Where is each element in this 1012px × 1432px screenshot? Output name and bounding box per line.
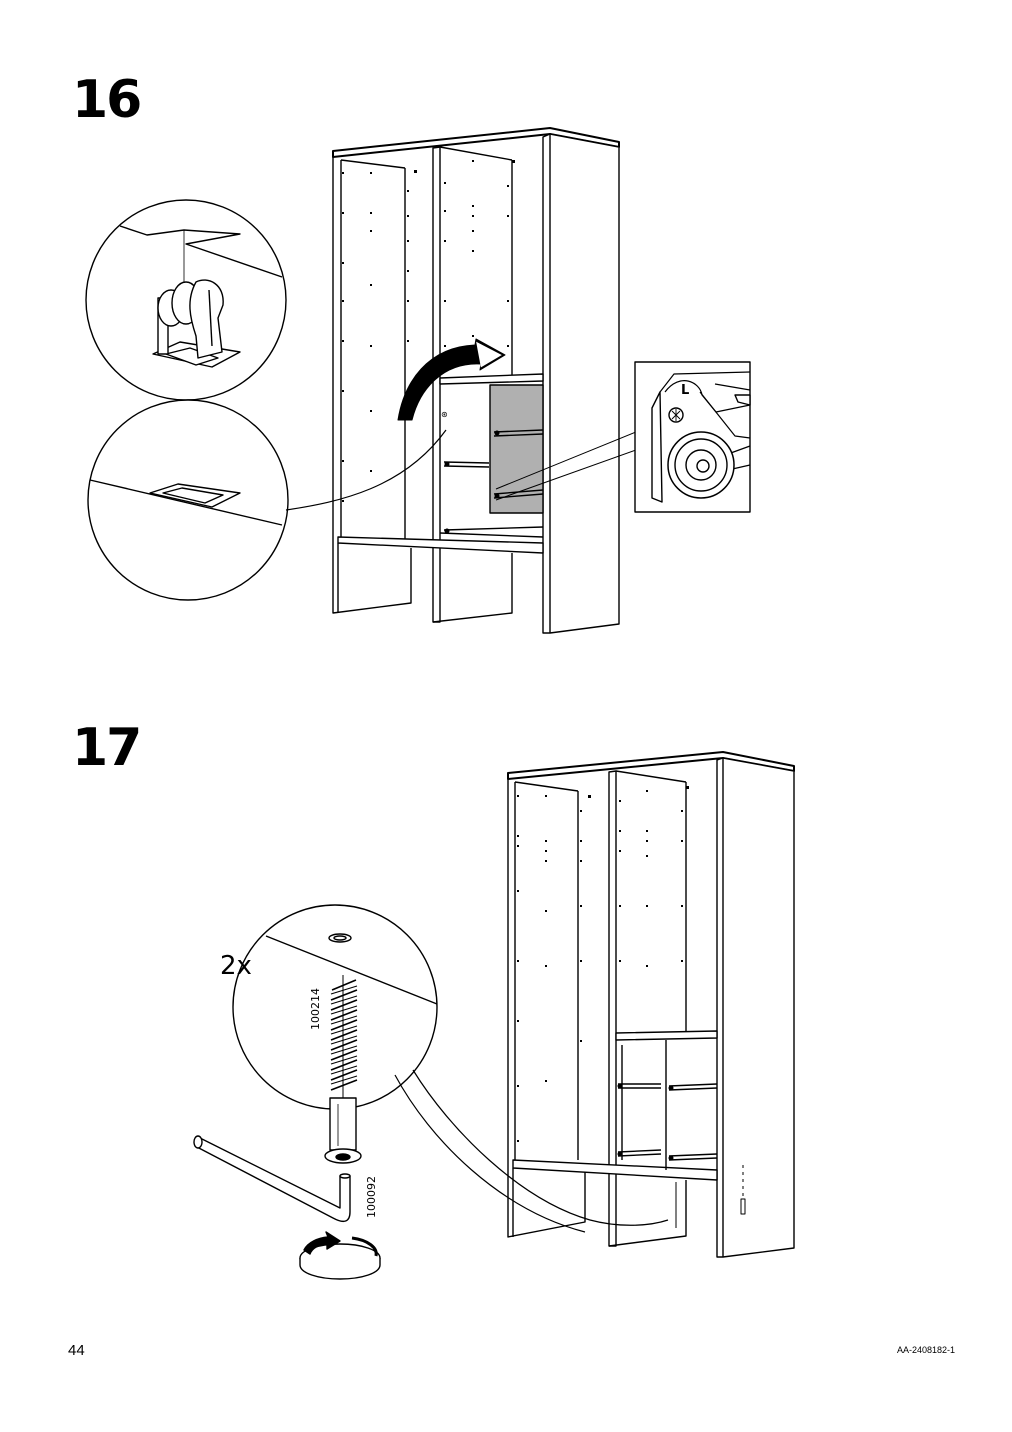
detail-circle-fitting: [87, 399, 447, 601]
detail-circle-screw: [232, 904, 669, 1233]
hex-key-part-number: 100092: [365, 1176, 378, 1218]
detail-circle-connector: [85, 199, 287, 401]
hex-key-icon: [193, 1135, 351, 1223]
step-17-number: 17: [72, 718, 142, 778]
shelf-pin-holes-step16: [342, 160, 515, 534]
svg-text:L: L: [681, 383, 689, 398]
step-16-illustration: ⊛: [85, 127, 751, 634]
shelf-pin-holes-step17: [517, 786, 689, 1161]
page-number: 44: [68, 1342, 85, 1359]
clockwise-rotation-icon: [299, 1231, 381, 1280]
svg-text:⊛: ⊛: [441, 410, 448, 419]
step-17-illustration: [193, 751, 795, 1280]
screw-part-icon: [324, 975, 362, 1164]
rotate-arrow-icon: [397, 338, 506, 421]
quantity-label: 2x: [220, 951, 252, 981]
step-16-number: 16: [72, 70, 142, 130]
document-code: AA-2408182-1: [897, 1345, 956, 1355]
screw-part-number: 100214: [309, 988, 322, 1030]
cabinet-frame-step16: [332, 127, 620, 634]
detail-box-hinge: L: [495, 361, 751, 513]
cabinet-frame-step17: [507, 751, 795, 1258]
